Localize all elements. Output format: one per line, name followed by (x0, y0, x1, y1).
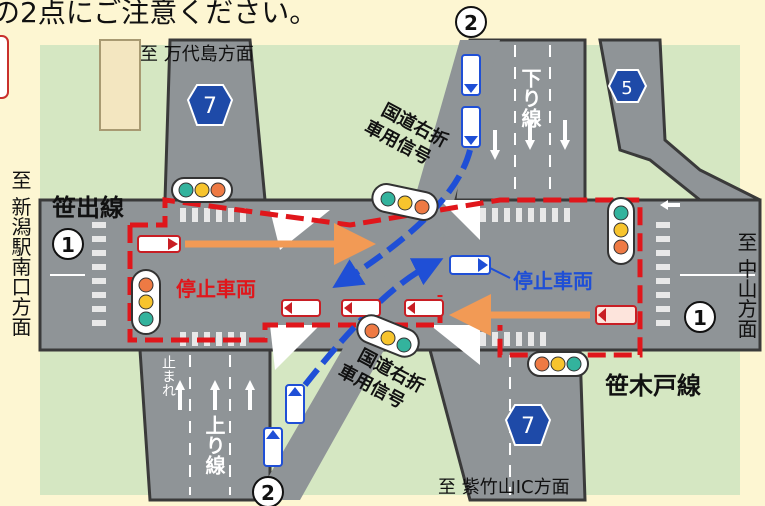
down-line-label: 下り線 (518, 68, 542, 128)
sidewalk-nw (99, 39, 141, 131)
road-arrows (175, 120, 680, 410)
svg-text:2: 2 (464, 11, 478, 35)
svg-text:1: 1 (61, 233, 75, 257)
traffic-signal (527, 351, 589, 377)
stop-vehicle-label-red: 停止車両 (176, 277, 256, 301)
traffic-signal (356, 314, 420, 358)
svg-text:2: 2 (261, 481, 275, 505)
leader-line (489, 267, 511, 279)
traffic-signal (607, 197, 635, 265)
direction-south: 至 紫竹山IC方面 (438, 477, 570, 498)
direction-east: 至 中山方面 (734, 232, 758, 338)
traffic-signal (171, 177, 233, 203)
route-shield: 5 (607, 69, 648, 103)
left-panel-edge (0, 35, 9, 99)
vehicles (137, 54, 637, 467)
marker-one: 1 (684, 301, 716, 333)
marker-two: 2 (455, 6, 487, 38)
svg-text:7: 7 (521, 414, 535, 439)
marker-two: 2 (252, 476, 284, 506)
up-line-label: 上り線 (202, 415, 226, 475)
svg-text:7: 7 (203, 94, 217, 119)
road-name-sasade: 笹出線 (52, 194, 124, 222)
traffic-signal (131, 269, 161, 335)
svg-text:5: 5 (621, 78, 632, 99)
stop-vehicle-label-blue: 停止車両 (513, 269, 593, 293)
direction-north: 至 万代島方面 (140, 44, 254, 65)
stop-road-marking: 止まれ (160, 355, 176, 397)
marker-one: 1 (52, 228, 84, 260)
header-text: の2点にご注意ください。 (0, 0, 317, 29)
route-shield: 7 (186, 84, 234, 126)
road-name-sasakido: 笹木戸線 (605, 372, 701, 400)
route-shield: 7 (504, 404, 552, 446)
direction-west: 至 新潟駅南口方面 (8, 170, 32, 336)
svg-text:1: 1 (693, 306, 707, 330)
traffic-signal (371, 183, 439, 221)
